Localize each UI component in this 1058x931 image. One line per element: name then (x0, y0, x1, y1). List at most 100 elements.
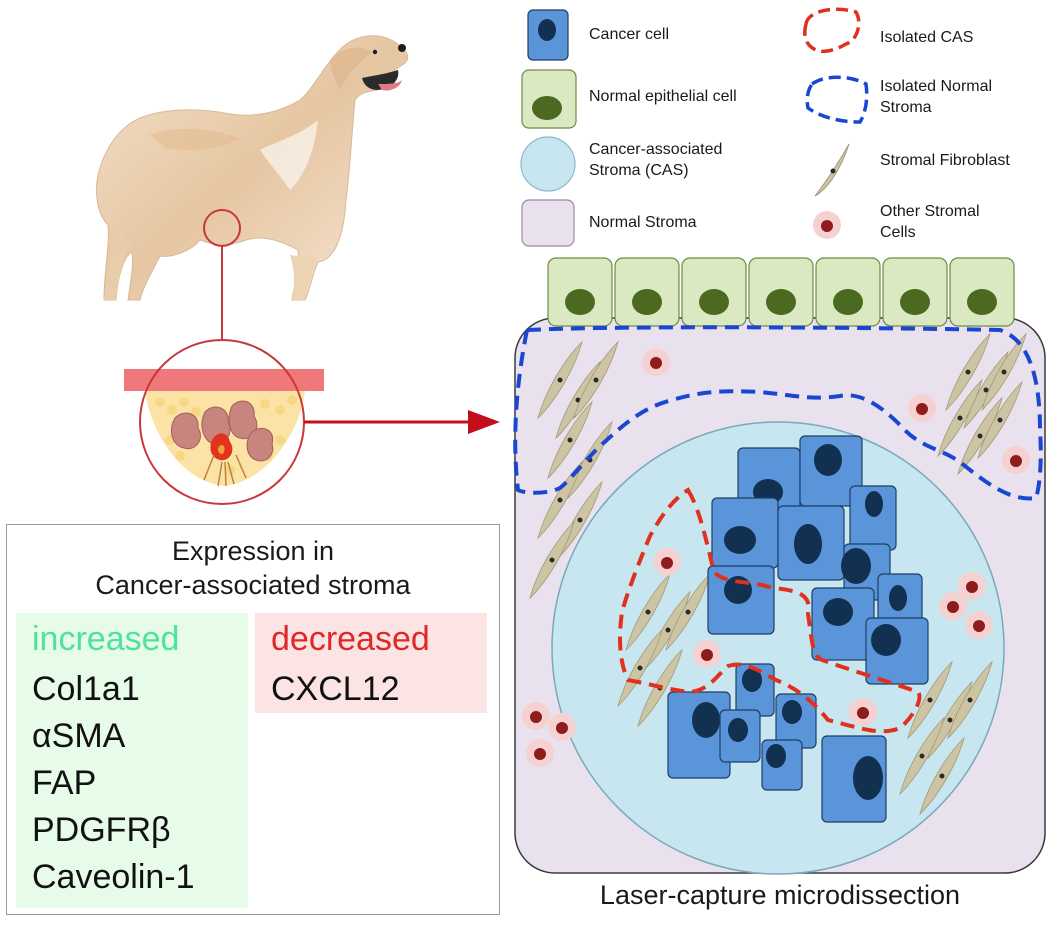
fibroblast (529, 520, 575, 600)
stromal-cell-nucleus (966, 581, 978, 593)
fibroblast-nucleus (965, 369, 971, 375)
fibroblast-nucleus (919, 753, 925, 759)
epithelial-nucleus (967, 289, 997, 315)
legend-cancer-cell-label: Cancer cell (589, 26, 670, 43)
epithelial-nucleus (632, 289, 662, 315)
fibroblast-nucleus (577, 517, 583, 523)
fibroblast-nucleus (645, 609, 651, 615)
fibroblast (899, 716, 945, 796)
legend-isolated-cas-icon (803, 7, 861, 54)
fibroblast (947, 660, 993, 740)
fibroblast-nucleus (593, 377, 599, 383)
stromal-cell-nucleus (857, 707, 869, 719)
stromal-cell-nucleus (701, 649, 713, 661)
stromal-cell-nucleus (650, 357, 662, 369)
fibroblast-nucleus (1001, 369, 1007, 375)
cancer-nucleus (794, 524, 822, 564)
legend-stromal-cells-label-1: Other Stromal (880, 203, 980, 220)
isolated-cas-outline (618, 487, 922, 734)
stromal-cell-nucleus (556, 722, 568, 734)
stromal-cell-nucleus (916, 403, 928, 415)
legend-cas-icon (520, 136, 576, 192)
cancer-nucleus (724, 526, 756, 554)
fibroblast-nucleus (939, 773, 945, 779)
stromal-cell-nucleus (534, 748, 546, 760)
increased-item: Col1a1 (32, 670, 140, 708)
fibroblast (573, 340, 619, 420)
isolated-normal-stroma-outline (513, 325, 1043, 501)
increased-panel: increased Col1a1 αSMA FAP PDGFRβ Caveoli… (16, 613, 248, 908)
cancer-nucleus (766, 744, 786, 768)
cancer-nucleus (692, 702, 720, 738)
legend-epithelial-label: Normal epithelial cell (589, 88, 737, 105)
flow-arrow (304, 410, 500, 434)
fibroblast-nucleus (977, 433, 983, 439)
legend-stromal-cells-label-2: Cells (880, 224, 916, 241)
cancer-cell-group (667, 435, 929, 823)
legend-fibroblast-label: Stromal Fibroblast (880, 152, 1010, 169)
fibroblast (625, 572, 671, 652)
fibroblast (981, 332, 1027, 412)
fibroblast-nucleus (637, 665, 643, 671)
fibroblast-nucleus (967, 697, 973, 703)
fibroblast-nucleus (557, 497, 563, 503)
increased-item: Caveolin-1 (32, 858, 195, 896)
fibroblast (907, 660, 953, 740)
decreased-item: CXCL12 (271, 670, 400, 708)
stromal-cell-nucleus (530, 711, 542, 723)
legend-isolated-cas-label: Isolated CAS (880, 29, 974, 46)
fibroblast-nucleus (983, 387, 989, 393)
legend-isolated-normal-label-1: Isolated Normal (880, 78, 993, 95)
legend-isolated-normal-icon (805, 75, 869, 124)
dog-illustration (95, 35, 409, 301)
increased-item: PDGFRβ (32, 811, 171, 849)
fibroblast-nucleus (947, 717, 953, 723)
fibroblast-nucleus (557, 377, 563, 383)
fibroblast-nucleus (665, 627, 671, 633)
legend-cas-label-2: Stroma (CAS) (589, 162, 689, 179)
stromal-cell-group (522, 348, 1030, 767)
legend-normal-stroma-label: Normal Stroma (589, 214, 697, 231)
cancer-nucleus (782, 700, 802, 724)
increased-item: αSMA (32, 717, 126, 755)
legend-fibroblast-icon (814, 143, 850, 197)
fibroblast (537, 340, 583, 420)
decreased-heading: decreased (271, 620, 430, 658)
stromal-cell-nucleus (973, 620, 985, 632)
fibroblast (919, 736, 965, 816)
cancer-nucleus (871, 624, 901, 656)
fibroblast (547, 400, 593, 480)
fibroblast-nucleus (957, 415, 963, 421)
fibroblast (977, 380, 1023, 460)
cancer-nucleus (742, 668, 762, 692)
fibroblast (937, 378, 983, 458)
epithelial-nucleus (833, 289, 863, 315)
fibroblast-nucleus (567, 437, 573, 443)
increased-heading: increased (32, 620, 180, 658)
legend-isolated-normal-label-2: Stroma (880, 99, 932, 116)
stromal-cell-nucleus (947, 601, 959, 613)
legend-normal-stroma-icon (521, 199, 575, 247)
legend-cas-label-1: Cancer-associated (589, 141, 723, 158)
epithelial-nucleus (699, 289, 729, 315)
cancer-nucleus (853, 756, 883, 800)
stromal-cell-nucleus (1010, 455, 1022, 467)
tissue-section (513, 257, 1046, 875)
fibroblast-nucleus (997, 417, 1003, 423)
fibroblast (945, 332, 991, 412)
cancer-nucleus (814, 444, 842, 476)
cancer-nucleus (728, 718, 748, 742)
legend-icons (520, 7, 869, 247)
fibroblast-nucleus (549, 557, 555, 563)
epithelial-layer (547, 257, 1015, 327)
decreased-panel: decreased CXCL12 (255, 613, 487, 713)
fibroblast (537, 460, 583, 540)
expression-title-line2: Cancer-associated stroma (95, 570, 411, 600)
fibroblast (617, 628, 663, 708)
cancer-nucleus (823, 598, 853, 626)
figure-caption: Laser-capture microdissection (599, 880, 961, 910)
fibroblast-nucleus (927, 697, 933, 703)
fibroblast-group (529, 332, 1027, 816)
stromal-cell-nucleus (661, 557, 673, 569)
tissue-magnification (124, 339, 324, 505)
